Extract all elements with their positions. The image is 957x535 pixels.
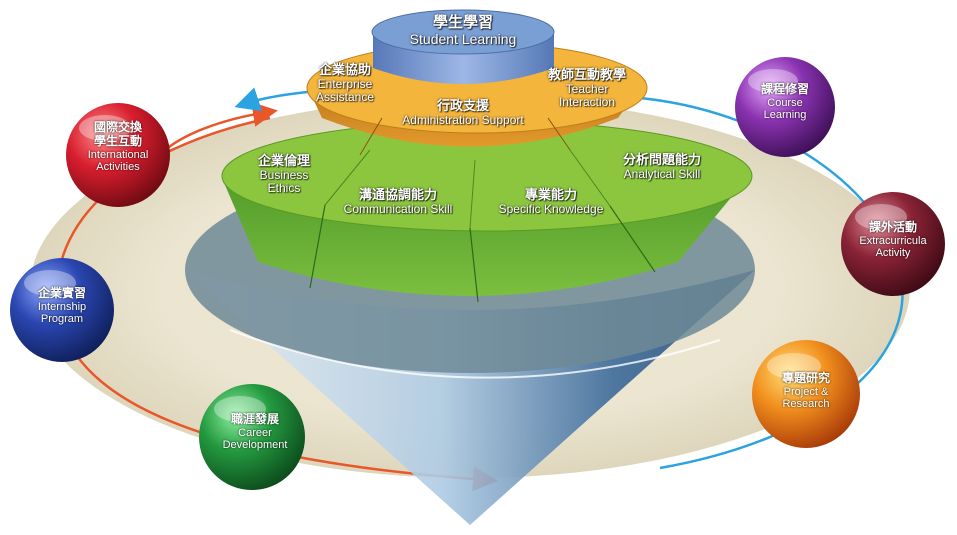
skills-top-divider-1 [324,149,371,206]
middle-label-admin: 行政支援 Administration Support [402,98,524,127]
middle-label-enterprise-en1: Enterprise [317,76,373,91]
middle-label-enterprise-en2: Assistance [315,89,375,104]
skills-label-ethics-en1: Business [259,167,309,182]
middle-label-teacher: 教師互動教學 Teacher Interaction [547,67,627,109]
middle-label-admin-zh: 行政支援 [436,98,489,113]
skills-label-ethics-zh: 企業倫理 [257,153,311,168]
sphere-extracurricular-en2: Activity [875,247,911,260]
middle-label-admin-en: Administration Support [402,112,524,127]
skills-tier-side [222,172,752,296]
sphere-extracurricular-en1: Extracurricula [859,234,927,247]
sphere-course [735,57,835,157]
skills-label-knowledge-en: Specific Knowledge [498,201,604,216]
sphere-project-en2: Research [782,398,830,411]
middle-label-enterprise: 企業協助 Enterprise Assistance [315,62,375,104]
skills-label-ethics: 企業倫理 Business Ethics [257,153,311,195]
middle-label-teacher-en1: Teacher [565,81,609,96]
middle-divider-2 [547,117,571,151]
core-label: 學生學習 Student Learning [409,14,517,47]
sphere-career-zh: 職涯發展 [230,412,280,426]
sphere-international [66,103,170,207]
sphere-course-en1: Course [767,96,803,109]
sphere-career-en2: Development [222,439,288,452]
sphere-career-en1: Career [238,426,272,439]
skills-divider-2 [469,227,479,303]
sphere-international-zh2: 學生互動 [93,133,143,148]
skills-label-communication-zh: 溝通協調能力 [358,187,438,202]
sphere-internship-en1: Internship [37,300,87,313]
sphere-label-course: 課程修習 Course Learning [760,82,810,122]
sphere-project [752,340,860,448]
sphere-international-en1: International [87,148,149,161]
funnel-rim-highlight [229,329,721,379]
sphere-career [199,384,305,490]
sphere-internship-en2: Program [40,313,84,326]
orbit-arc-orange-top [164,101,278,151]
middle-label-teacher-zh: 教師互動教學 [547,67,627,82]
core-label-en: Student Learning [409,30,517,47]
skills-label-communication: 溝通協調能力 Communication Skill [343,187,453,216]
skills-top-divider-2 [469,159,476,229]
sphere-highlights [24,69,907,422]
sphere-internship [10,258,114,362]
middle-label-enterprise-zh: 企業協助 [318,62,371,77]
middle-divider-1 [359,117,383,156]
skills-divider-1 [309,204,326,289]
sphere-international-zh1: 國際交換 [93,120,143,134]
skills-label-analytical: 分析問題能力 Analytical Skill [622,152,702,181]
skills-label-knowledge: 專業能力 Specific Knowledge [498,187,604,216]
core-top [371,9,555,55]
skills-label-knowledge-zh: 專業能力 [524,187,578,202]
sphere-extracurricular-zh: 課外活動 [868,220,917,234]
sphere-label-internship: 企業實習 Internship Program [37,286,87,326]
middle-label-teacher-en2: Interaction [558,94,616,109]
sphere-label-extracurricular: 課外活動 Extracurricula Activity [859,220,927,260]
skills-top-divider-3 [569,149,611,207]
sphere-internship-zh: 企業實習 [37,286,86,300]
middle-tier-side [308,80,646,147]
sphere-course-en2: Learning [763,109,807,122]
sphere-course-zh: 課程修習 [760,82,810,96]
sphere-international-en2: Activities [96,161,140,174]
sphere-label-career: 職涯發展 Career Development [222,412,288,452]
skills-label-communication-en: Communication Skill [343,201,453,216]
sphere-extracurricular [841,192,945,296]
skills-label-ethics-en2: Ethics [267,180,301,195]
sphere-project-en1: Project & [783,385,829,398]
sphere-project-zh: 專題研究 [781,371,831,385]
skills-divider-3 [609,205,656,273]
skills-label-analytical-en: Analytical Skill [623,166,701,181]
sphere-label-project: 專題研究 Project & Research [781,371,831,411]
core-label-zh: 學生學習 [432,14,494,31]
skills-label-analytical-zh: 分析問題能力 [622,152,702,167]
sphere-label-international: 國際交換 學生互動 International Activities [87,120,149,174]
